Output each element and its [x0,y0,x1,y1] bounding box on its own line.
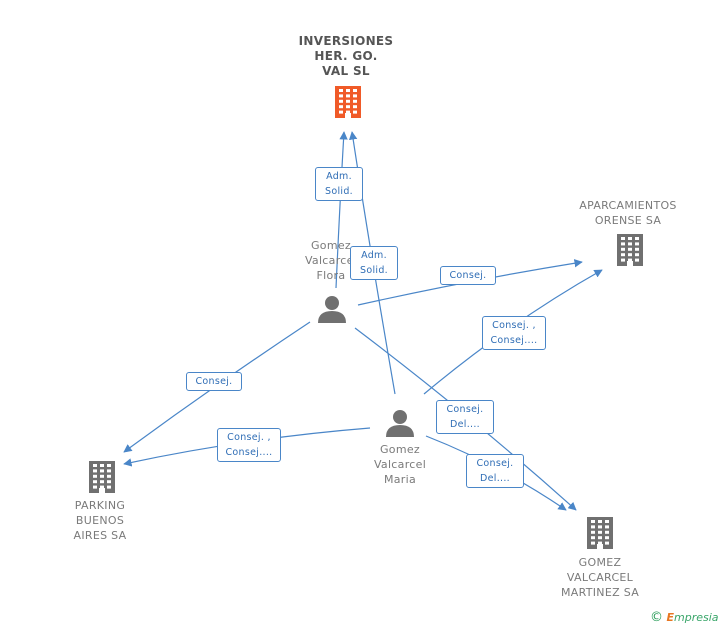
node-label-inversiones[interactable]: INVERSIONES HER. GO. VAL SL [298,34,394,78]
building-icon-parking[interactable] [89,461,115,493]
edge-flora-inversiones [335,131,348,289]
building-icon-aparcamientos[interactable] [617,234,643,266]
person-icon-flora[interactable] [318,296,346,323]
edge-label-maria-parking[interactable]: Consej. , Consej.... [217,428,281,462]
node-label-gvm[interactable]: GOMEZ VALCARCEL MARTINEZ SA [560,556,640,599]
copyright-icon: © [650,610,663,625]
edge-label-maria-inversiones[interactable]: Adm. Solid. [350,246,398,280]
edge-label-flora-parking[interactable]: Consej. [186,372,242,391]
node-label-aparcamientos[interactable]: APARCAMIENTOS ORENSE SA [579,199,677,227]
person-icon-maria[interactable] [386,410,414,437]
node-label-parking[interactable]: PARKING BUENOS AIRES SA [73,499,127,542]
edge-label-flora-inversiones[interactable]: Adm. Solid. [315,167,363,201]
node-label-flora[interactable]: Gomez Valcarcel Flora [304,239,358,282]
edge-label-flora-gvm[interactable]: Consej. Del.... [436,400,494,434]
edge-label-maria-aparcamientos[interactable]: Consej. , Consej.... [482,316,546,350]
building-icon-inversiones[interactable] [335,86,361,118]
edge-label-maria-gvm[interactable]: Consej. Del.... [466,454,524,488]
empresia-logo: © Empresia [650,610,719,625]
edge-label-flora-aparcamientos[interactable]: Consej. [440,266,496,285]
node-label-maria[interactable]: Gomez Valcarcel Maria [373,443,427,486]
building-icon-gvm[interactable] [587,517,613,549]
